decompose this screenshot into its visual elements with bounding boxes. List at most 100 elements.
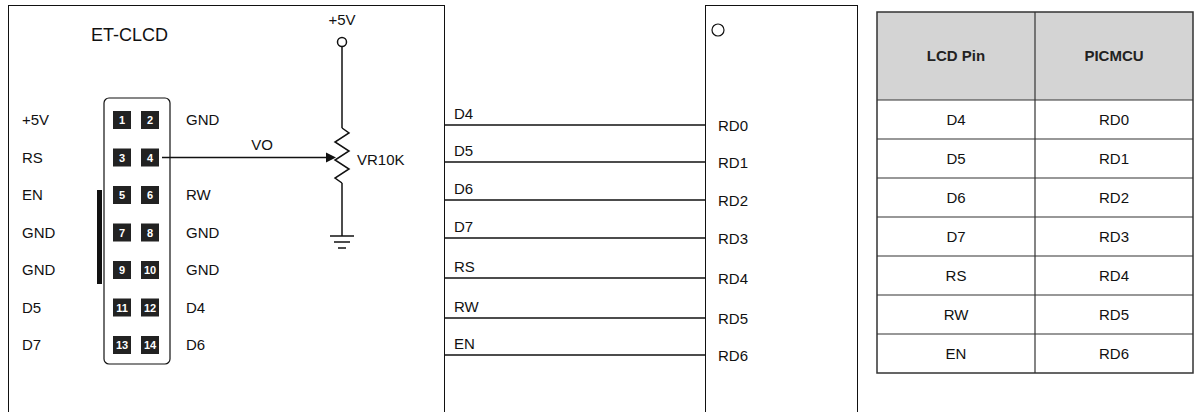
pin-number: 3 bbox=[119, 151, 125, 163]
pin-square bbox=[113, 336, 131, 354]
wiper-wire bbox=[162, 157, 328, 159]
table-rule bbox=[877, 255, 1193, 256]
pin-name: D5 bbox=[22, 299, 41, 316]
pin-square bbox=[113, 224, 131, 242]
pin-number: 12 bbox=[144, 301, 156, 313]
pin-square bbox=[141, 261, 159, 279]
header-key bbox=[97, 190, 102, 284]
table-rule bbox=[877, 216, 1193, 217]
signal-name: D5 bbox=[454, 143, 473, 160]
pin-header bbox=[104, 98, 170, 364]
pin-name: GND bbox=[22, 224, 55, 241]
signal-wire bbox=[445, 124, 705, 126]
pin-squares bbox=[113, 111, 159, 354]
pin-name: EN bbox=[22, 187, 43, 204]
pot-wire bbox=[341, 47, 343, 128]
table-rule bbox=[877, 99, 1193, 100]
resistor-symbol bbox=[335, 128, 349, 183]
pin-number: 11 bbox=[116, 301, 128, 313]
pin-number: 14 bbox=[144, 339, 156, 351]
signal-name: VO bbox=[251, 137, 273, 154]
supply-label: +5V bbox=[328, 12, 355, 29]
signal-wire bbox=[445, 237, 705, 239]
pin-number: 13 bbox=[116, 339, 128, 351]
port-pin: RD0 bbox=[718, 118, 748, 135]
module-title: ET-CLCD bbox=[91, 26, 168, 46]
table-cell: RW bbox=[944, 306, 969, 323]
pin-name: GND bbox=[186, 262, 219, 279]
pin-square bbox=[113, 111, 131, 129]
ground-symbol bbox=[330, 235, 354, 237]
pin-name: GND bbox=[186, 224, 219, 241]
pin1-mark bbox=[712, 24, 724, 36]
pot-wire bbox=[341, 183, 343, 236]
table-cell: RD4 bbox=[1099, 267, 1129, 284]
part-name: VR10K bbox=[357, 152, 405, 169]
pin-square bbox=[141, 224, 159, 242]
signal-wire bbox=[445, 354, 705, 356]
pin-name: D7 bbox=[22, 337, 41, 354]
pin-number: 7 bbox=[119, 226, 125, 238]
signal-name: RW bbox=[454, 299, 479, 316]
port-pin: RD5 bbox=[718, 311, 748, 328]
signal-name: D7 bbox=[454, 219, 473, 236]
signal-wire bbox=[445, 317, 705, 319]
table-border bbox=[877, 12, 1193, 373]
ground-symbol bbox=[338, 247, 346, 249]
pin-name: D4 bbox=[186, 299, 205, 316]
pin-number: 5 bbox=[119, 189, 125, 201]
pin-square bbox=[113, 261, 131, 279]
port-pin: RD2 bbox=[718, 193, 748, 210]
pin-name: RW bbox=[186, 187, 211, 204]
table-cell: RD0 bbox=[1099, 111, 1129, 128]
lcd-module-box: ET-CLCD bbox=[8, 5, 445, 412]
pin-square bbox=[141, 299, 159, 317]
wiper-arrow bbox=[326, 153, 336, 163]
ground-symbol bbox=[334, 241, 350, 243]
port-pin: RD4 bbox=[718, 271, 748, 288]
pin-name: GND bbox=[186, 112, 219, 129]
table-cell: RD5 bbox=[1099, 306, 1129, 323]
table-cell: RD1 bbox=[1099, 150, 1129, 167]
port-pin: RD1 bbox=[718, 155, 748, 172]
pin-number: 6 bbox=[147, 189, 153, 201]
pin-square bbox=[141, 186, 159, 204]
pin-number: 8 bbox=[147, 226, 153, 238]
signal-name: RS bbox=[454, 259, 475, 276]
table-rule bbox=[877, 294, 1193, 295]
supply-terminal bbox=[338, 38, 347, 47]
signal-name: D4 bbox=[454, 106, 473, 123]
table-rule bbox=[1034, 12, 1035, 373]
signal-wire bbox=[445, 199, 705, 201]
signal-name: D6 bbox=[454, 181, 473, 198]
pin-square bbox=[113, 149, 131, 167]
table-cell: D6 bbox=[946, 189, 965, 206]
table-rule bbox=[877, 333, 1193, 334]
port-pin: RD6 bbox=[718, 348, 748, 365]
mcu-port-box: RD0RD1RD2RD3RD4RD5RD6 bbox=[705, 5, 858, 412]
pin-number: 1 bbox=[119, 114, 125, 126]
pin-number: 2 bbox=[147, 114, 153, 126]
pin-square bbox=[141, 149, 159, 167]
table-cell: D4 bbox=[946, 111, 965, 128]
table-header: LCD Pin bbox=[927, 48, 985, 65]
table-cell: D5 bbox=[946, 150, 965, 167]
table-cell: RS bbox=[946, 267, 967, 284]
table-rule bbox=[877, 138, 1193, 139]
table-cell: RD3 bbox=[1099, 228, 1129, 245]
pin-square bbox=[113, 299, 131, 317]
pin-square bbox=[141, 336, 159, 354]
table-grid bbox=[877, 12, 1193, 373]
table-cell: EN bbox=[946, 345, 967, 362]
signal-wire bbox=[445, 161, 705, 163]
pin-number: 10 bbox=[144, 264, 156, 276]
pin-name: GND bbox=[22, 262, 55, 279]
signal-wire bbox=[445, 277, 705, 279]
table-rule bbox=[877, 177, 1193, 178]
table-header: PICMCU bbox=[1084, 48, 1143, 65]
table-cell: RD6 bbox=[1099, 345, 1129, 362]
signal-name: EN bbox=[454, 336, 475, 353]
table-cell: RD2 bbox=[1099, 189, 1129, 206]
